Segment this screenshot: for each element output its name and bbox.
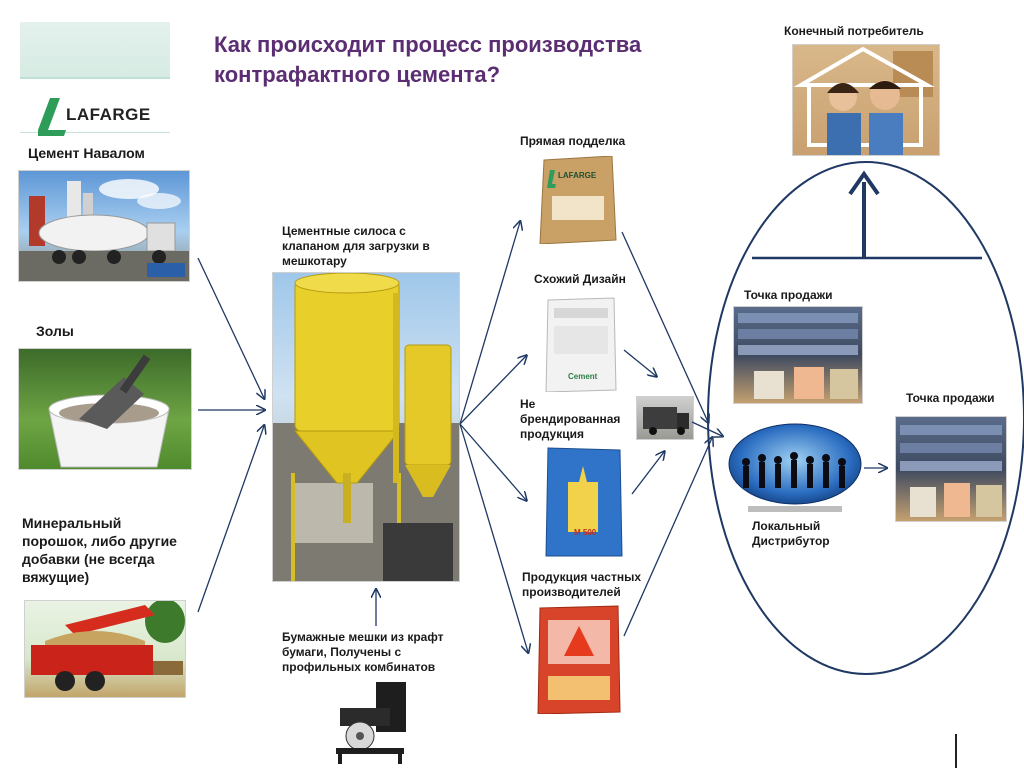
end-consumer-image [792,44,940,156]
arrow-unbranded-to-truck [631,452,664,495]
arrow-up-head [848,170,880,196]
point-of-sale-1-image [733,306,863,404]
label-point-of-sale-1: Точка продажи [744,288,833,302]
unbranded-bag-image: M 500 [544,446,624,558]
label-private-producers: Продукция частных производителей [522,570,642,599]
arrow-silos-to-unbranded [459,423,526,500]
label-end-consumer: Конечный потребитель [784,24,924,38]
cement-truck-image [18,170,190,282]
similar-bag-image: Cement [544,296,618,392]
label-local-distributor: Локальный Дистрибутор [752,519,830,548]
corner-divider [20,132,170,133]
small-truck-image [636,396,694,440]
lafarge-fake-bag-image: LAFARGE [538,156,618,244]
bag-machine-image [330,678,410,764]
label-silos: Цементные силоса с клапаном для загрузки… [282,224,430,268]
arrow-silos-to-similar [459,356,526,425]
arrow-private-to-distributor [623,438,712,637]
dump-truck-image [24,600,186,698]
page-title: Как происходит процесс производства конт… [214,32,642,87]
lafarge-logo-text: LAFARGE [66,105,151,124]
label-bulk-cement: Цемент Навалом [28,145,145,161]
label-unbranded: Не брендированная продукция [520,397,621,441]
similar-bag-word: Cement [568,372,598,381]
label-ash: Золы [36,323,74,339]
label-direct-fake: Прямая подделка [520,134,626,148]
label-similar-design: Схожий Дизайн [534,272,626,286]
slide-corner-bar [955,734,957,768]
arrow-silos-to-private [459,423,528,652]
arrow-truck-to-silos [197,257,264,398]
m500-badge: M 500 [574,528,597,537]
arrow-fake-to-distributor [621,231,708,422]
private-bag-image [536,604,622,715]
label-mineral: Минеральный порошок, либо другие добавки… [22,515,177,585]
arrow-mineral-to-silos [197,426,264,613]
lafarge-logo: LAFARGE [38,96,158,136]
silos-image [272,272,460,582]
market-ellipse [707,161,1024,675]
arrow-silos-to-fake [459,222,520,425]
label-point-of-sale-2: Точка продажи [906,391,995,405]
arrow-similar-to-truck [623,349,656,376]
distributor-image [728,422,862,518]
arrow-truck-to-distributor [691,421,722,436]
fake-bag-brand: LAFARGE [558,171,597,180]
label-paper-bags: Бумажные мешки из крафт бумаги, Получены… [282,630,444,674]
corner-decoration [20,22,170,79]
point-of-sale-2-image [895,416,1007,522]
ash-bucket-image [18,348,192,470]
